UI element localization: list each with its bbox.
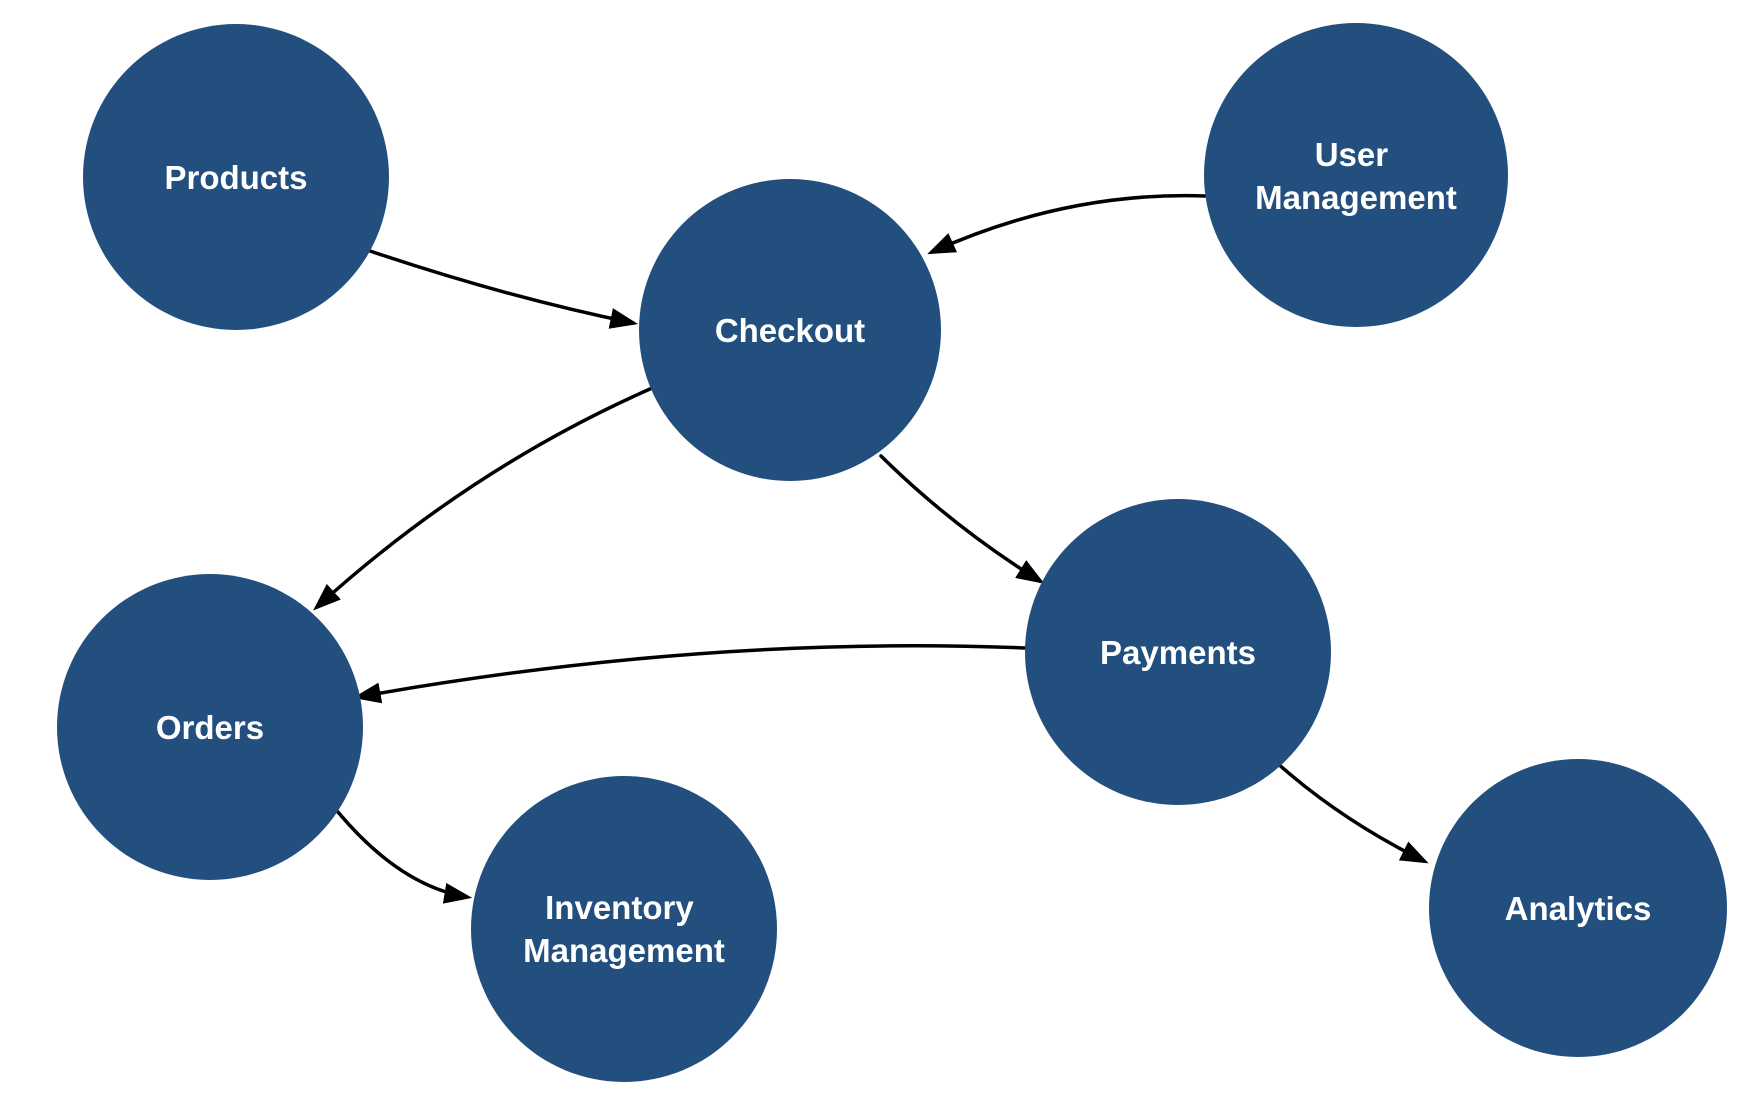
node-products-circle[interactable] [83, 24, 389, 330]
edge-checkout-to-payments[interactable] [879, 454, 1045, 584]
edge-products-to-checkout[interactable] [365, 248, 639, 329]
edge-payments-to-orders[interactable] [352, 644, 1028, 704]
node-payments[interactable]: Payments [1025, 499, 1331, 805]
edge-checkout-to-orders[interactable] [313, 387, 652, 611]
node-checkout[interactable]: Checkout [639, 179, 941, 481]
edge-payments-to-analytics[interactable] [1275, 761, 1429, 864]
node-payments-circle[interactable] [1025, 499, 1331, 805]
node-orders[interactable]: Orders [57, 574, 363, 880]
node-analytics-circle[interactable] [1429, 759, 1727, 1057]
node-inventory-management-circle[interactable] [471, 776, 777, 1082]
node-checkout-circle[interactable] [639, 179, 941, 481]
node-inventory-management[interactable]: Inventory Management [471, 776, 777, 1082]
node-orders-circle[interactable] [57, 574, 363, 880]
node-user-management[interactable]: User Management [1204, 23, 1508, 327]
edge-user-management-to-checkout[interactable] [927, 193, 1208, 255]
edge-orders-to-inventory-management[interactable] [336, 810, 473, 904]
node-analytics[interactable]: Analytics [1429, 759, 1727, 1057]
node-user-management-circle[interactable] [1204, 23, 1508, 327]
node-products[interactable]: Products [83, 24, 389, 330]
